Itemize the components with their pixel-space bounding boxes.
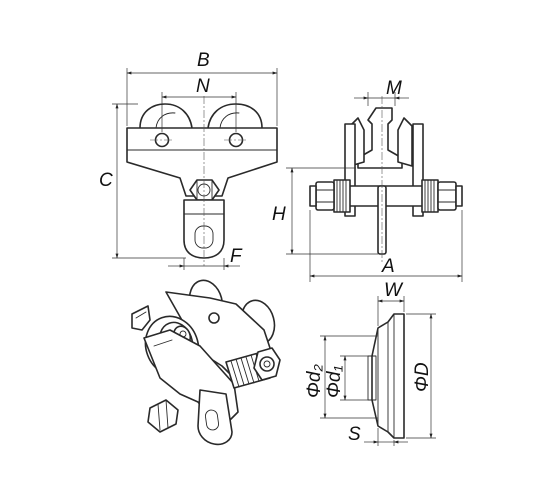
label-f: F [230, 246, 243, 267]
wheel-profile [367, 313, 405, 439]
side-wheel-right [397, 117, 413, 167]
wheel-dimensions [320, 296, 436, 446]
label-d1: Φd₁ [324, 366, 345, 398]
side-nuts [309, 181, 463, 211]
label-d2: Φd₂ [304, 364, 325, 398]
isometric-view [131, 279, 281, 446]
front-hex-nut [189, 179, 220, 201]
label-h: H [272, 204, 286, 225]
front-wheels [139, 103, 263, 129]
iso-hanger-lug [197, 389, 233, 446]
side-plate-left [344, 123, 356, 217]
label-c: C [99, 170, 113, 191]
side-plate-right [412, 123, 424, 217]
front-dimensions [112, 68, 278, 270]
side-dimensions [286, 92, 463, 282]
label-n: N [196, 76, 210, 97]
label-w: W [384, 280, 404, 301]
front-view [126, 96, 278, 266]
label-s: S [348, 424, 361, 445]
iso-threaded-axle [225, 347, 281, 389]
label-m: M [386, 78, 402, 99]
label-b: B [197, 50, 210, 71]
iso-flange-bracket [131, 305, 151, 331]
side-threads [333, 179, 439, 213]
side-view [309, 96, 463, 262]
label-d: ΦD [412, 362, 433, 392]
side-i-beam [357, 107, 403, 169]
label-a: A [381, 256, 395, 277]
iso-lower-nut [147, 399, 179, 433]
